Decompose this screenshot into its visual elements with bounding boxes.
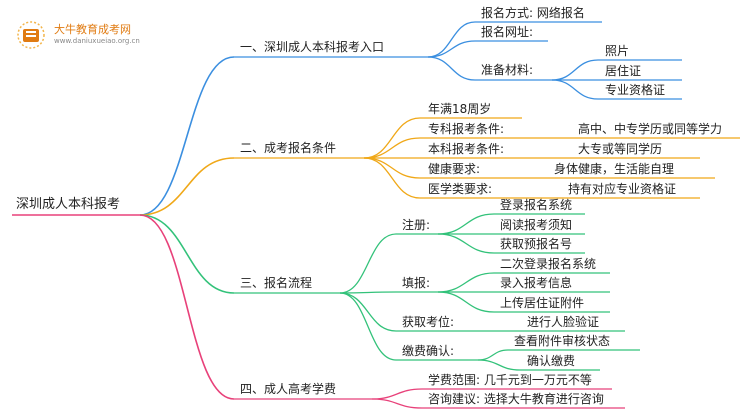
b4-connector-range	[371, 388, 423, 400]
b3-item-pay: 缴费确认:	[402, 344, 455, 358]
b1-item-url: 报名网址:	[481, 25, 534, 39]
b1-item-materials: 准备材料:	[481, 63, 534, 77]
b2-item-medical: 医学类要求:	[428, 182, 493, 196]
branch-3-label: 三、报名流程	[240, 276, 313, 290]
logo-title: 大牛教育成考网	[54, 23, 131, 36]
b3-seat-1: 进行人脸验证	[527, 315, 600, 329]
b3-connector-register	[339, 233, 397, 294]
b4-item-advice: 咨询建议: 选择大牛教育进行咨询	[428, 392, 604, 406]
b2-medical-detail: 持有对应专业资格证	[568, 182, 677, 196]
branch-2-connector	[139, 157, 235, 216]
b2-health-detail: 身体健康，生活能自理	[554, 162, 675, 176]
b2-bachelor-detail: 大专或等同学历	[578, 142, 663, 156]
b1-item-method: 报名方式: 网络报名	[481, 6, 585, 20]
branch-4-label: 四、成人高考学费	[240, 382, 337, 396]
b3-register-3: 获取预报名号	[500, 237, 573, 251]
branch-3-connector	[139, 214, 235, 294]
b2-item-age: 年满18周岁	[428, 102, 492, 116]
b3-item-seat: 获取考位:	[402, 315, 455, 329]
b4-connector-advice	[371, 398, 423, 409]
b3-fill-1: 二次登录报名系统	[500, 257, 597, 271]
connector-lines	[12, 21, 740, 409]
b3-item-fill: 填报:	[402, 276, 431, 290]
b3-connector-pay	[339, 292, 397, 361]
b1-material-cert: 专业资格证	[605, 83, 666, 97]
b3-pay-1: 查看附件审核状态	[514, 334, 611, 348]
b2-connector-1	[363, 117, 421, 159]
b3-pay-2: 确认缴费	[527, 354, 576, 368]
b3-connector-register-3	[437, 233, 495, 254]
b3-fill-2: 录入报考信息	[500, 276, 573, 290]
logo: 大牛教育成考网 www.daniuxueiao.org.cn	[14, 18, 144, 54]
branch-1-label: 一、深圳成人本科报考入口	[240, 40, 385, 54]
root-node: 深圳成人本科报考	[16, 197, 121, 212]
b2-connector-5	[363, 157, 421, 199]
b1-connector-materials	[427, 56, 476, 81]
book-logo-icon	[17, 21, 45, 49]
branch-1-connector	[139, 56, 235, 216]
b3-connector-fill-1	[437, 272, 495, 293]
b3-connector-seat	[339, 292, 397, 332]
b4-item-range: 学费范围: 几千元到一万元不等	[428, 373, 592, 387]
b2-item-bachelor: 本科报考条件:	[428, 142, 505, 156]
branch-2-label: 二、成考报名条件	[240, 141, 337, 155]
b2-item-health: 健康要求:	[428, 162, 481, 176]
b1-connector-method	[427, 21, 476, 58]
logo-url: www.daniuxueiao.org.cn	[54, 37, 140, 45]
b1-material-residence: 居住证	[605, 64, 642, 78]
branch-4-connector	[139, 214, 235, 400]
b3-register-2: 阅读报考须知	[500, 218, 573, 232]
b2-connector-4	[363, 157, 421, 179]
b3-connector-pay-2	[477, 359, 521, 371]
b3-connector-fill-3	[437, 291, 495, 313]
b1-connector-url	[427, 40, 476, 58]
b1-connector-photo	[551, 59, 599, 81]
b3-register-1: 登录报名系统	[500, 198, 573, 212]
b3-connector-pay-1	[477, 349, 509, 361]
b3-item-register: 注册:	[402, 218, 431, 232]
b1-material-photo: 照片	[605, 44, 630, 58]
b3-connector-fill	[339, 291, 397, 294]
b2-item-junior: 专科报考条件:	[428, 122, 505, 136]
b3-fill-3: 上传居住证附件	[500, 296, 585, 310]
b2-connector-2	[363, 137, 421, 159]
b1-connector-cert	[551, 79, 599, 100]
b3-connector-register-1	[437, 213, 495, 235]
b2-junior-detail: 高中、中专学历或同等学力	[578, 122, 723, 136]
